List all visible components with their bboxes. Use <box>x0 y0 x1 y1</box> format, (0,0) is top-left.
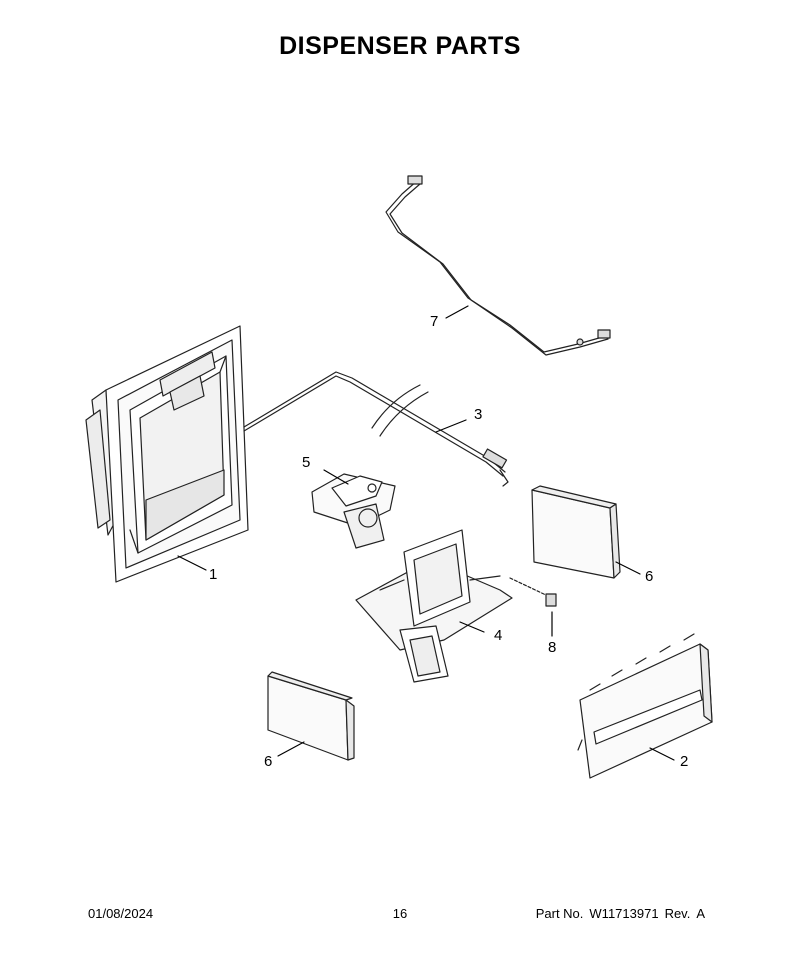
rev-label: Rev. <box>664 906 691 921</box>
footer-date: 01/08/2024 <box>88 906 154 921</box>
leader-1 <box>177 555 207 571</box>
part-2-cover <box>577 633 713 779</box>
callout-7: 7 <box>430 313 438 330</box>
page-title: DISPENSER PARTS <box>279 32 521 60</box>
leader-4 <box>459 621 485 633</box>
footer-page-number: 16 <box>392 906 408 921</box>
part-7-wire-harness <box>385 175 611 356</box>
part-6-trim-panel-upper <box>531 485 621 579</box>
part-5-control-module <box>311 473 396 549</box>
callout-4: 4 <box>494 627 502 644</box>
leader-5 <box>323 469 349 485</box>
callout-5: 5 <box>302 454 310 471</box>
leader-2 <box>649 747 675 761</box>
leader-7 <box>445 305 469 319</box>
rev-value: A <box>696 906 705 921</box>
callout-6-upper: 6 <box>645 568 653 585</box>
callout-3: 3 <box>474 406 482 423</box>
part-4-paddle-assembly <box>355 529 513 683</box>
part-label: Part No. <box>535 906 584 921</box>
leader-arrows <box>177 305 675 761</box>
footer-part-info: Part No. W11713971 Rev. A <box>530 906 705 921</box>
callout-6-lower: 6 <box>264 753 272 770</box>
leader-3 <box>435 419 467 433</box>
part-number: W11713971 <box>589 906 659 921</box>
callout-1: 1 <box>209 566 217 583</box>
part-3-water-tube <box>243 371 509 487</box>
part-1-dispenser-housing <box>85 325 249 583</box>
callout-2: 2 <box>680 753 688 770</box>
leader-6a <box>615 561 641 575</box>
callout-8: 8 <box>548 639 556 656</box>
part-8-screw <box>509 577 557 607</box>
leader-6b <box>277 741 305 757</box>
part-6-trim-panel-lower <box>267 671 355 761</box>
